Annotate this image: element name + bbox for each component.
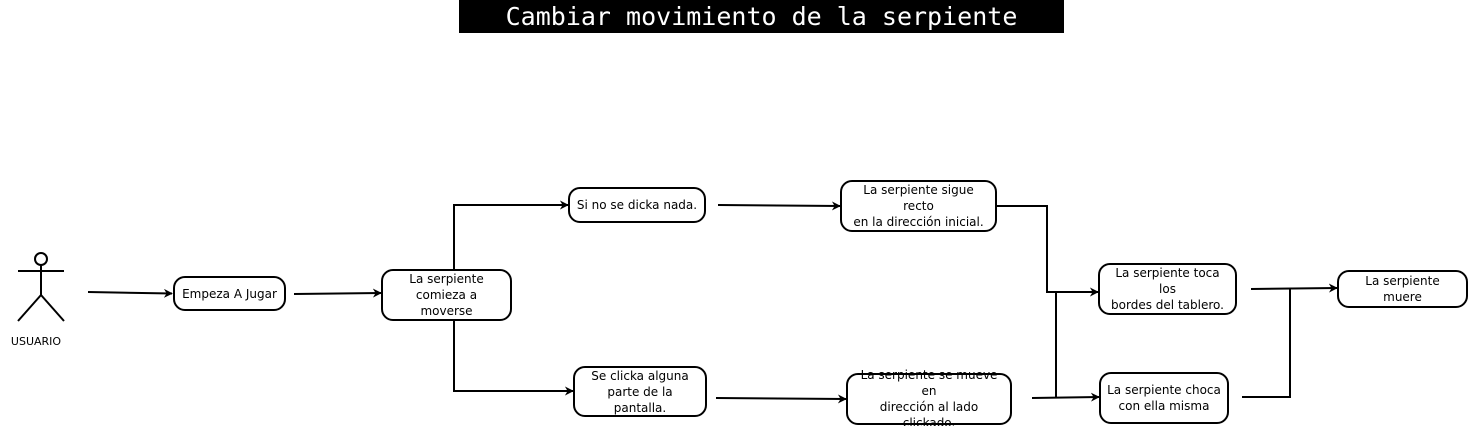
node-snake-dies-label: La serpiente muere — [1365, 274, 1440, 304]
node-collides-itself: La serpiente choca con ella misma — [1099, 372, 1229, 424]
node-goes-straight-label: La serpiente sigue recto en la dirección… — [853, 183, 984, 229]
node-screen-clicked: Se clicka alguna parte de la pantalla. — [573, 366, 707, 417]
actor-figure — [17, 252, 65, 322]
node-start-game: Empeza A Jugar — [173, 276, 286, 311]
node-snake-starts-moving: La serpiente comieza a moverse — [381, 269, 512, 321]
node-snake-dies: La serpiente muere — [1337, 270, 1468, 308]
edge-moves-noclick — [453, 200, 569, 270]
edge-moves-click — [453, 320, 574, 396]
node-goes-straight: La serpiente sigue recto en la dirección… — [840, 180, 997, 232]
node-no-click: Si no se dicka nada. — [568, 187, 706, 223]
node-no-click-label: Si no se dicka nada. — [576, 198, 698, 212]
edge-touch-dies — [1250, 283, 1338, 293]
edge-click-clickeddir — [715, 394, 847, 404]
edge-start-moves — [293, 288, 382, 298]
node-start-game-label: Empeza A Jugar — [182, 286, 277, 301]
edge-self-dies — [1242, 288, 1291, 398]
edge-straight-touch — [996, 205, 1099, 297]
node-collides-itself-label: La serpiente choca con ella misma — [1107, 383, 1221, 413]
diagram-title: Cambiar movimiento de la serpiente — [459, 0, 1064, 33]
actor-label: USUARIO — [10, 335, 62, 348]
node-moves-to-clicked-side-label: La serpiente se mueve en dirección al la… — [860, 368, 998, 426]
node-touches-edges-label: La serpiente toca los bordes del tablero… — [1111, 266, 1224, 312]
edge-clickeddir-self — [1031, 392, 1100, 402]
edge-actor-start — [87, 288, 173, 298]
node-snake-starts-moving-label: La serpiente comieza a moverse — [409, 272, 484, 318]
node-screen-clicked-label: Se clicka alguna parte de la pantalla. — [591, 368, 689, 415]
edge-noclick-straight — [717, 201, 841, 211]
node-moves-to-clicked-side: La serpiente se mueve en dirección al la… — [846, 368, 1012, 426]
node-touches-edges: La serpiente toca los bordes del tablero… — [1098, 263, 1237, 315]
